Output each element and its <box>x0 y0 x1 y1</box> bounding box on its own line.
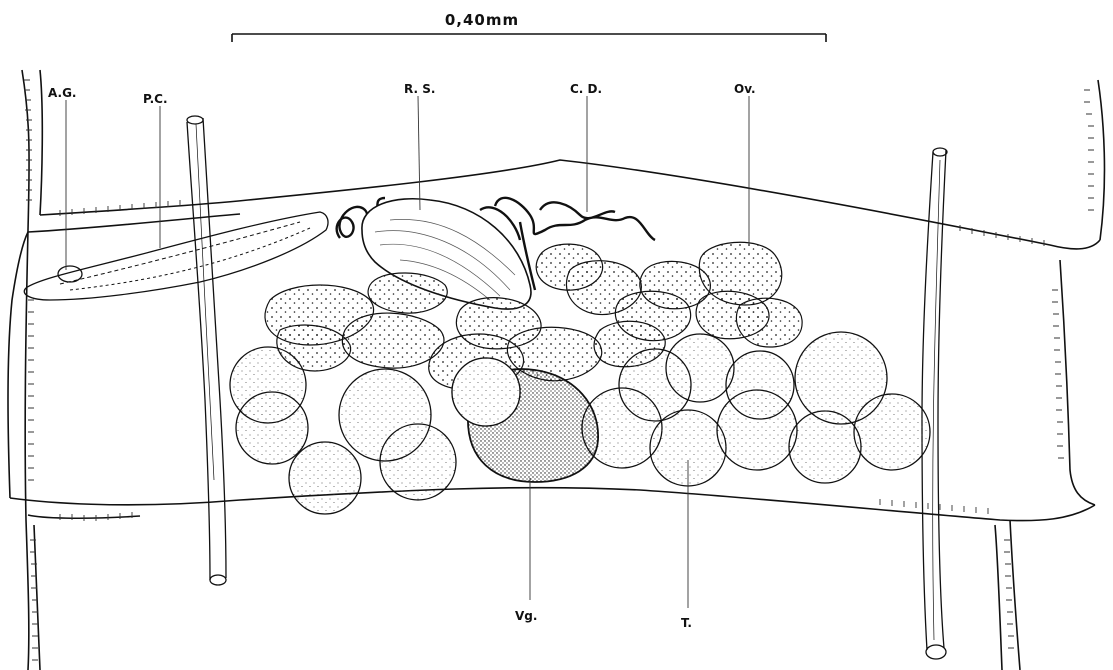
scale-bar: 0,40mm <box>232 11 826 42</box>
label-ag: A.G. <box>48 86 76 100</box>
scale-bar-label: 0,40mm <box>445 11 519 29</box>
label-t: T. <box>681 616 692 630</box>
label-cd: C. D. <box>570 82 602 96</box>
label-vg: Vg. <box>515 609 537 623</box>
cirrus-pouch <box>24 212 328 300</box>
excretory-canal-left <box>187 116 226 585</box>
label-pc: P.C. <box>143 92 168 106</box>
label-rs: R. S. <box>404 82 435 96</box>
label-ov: Ov. <box>734 82 756 96</box>
